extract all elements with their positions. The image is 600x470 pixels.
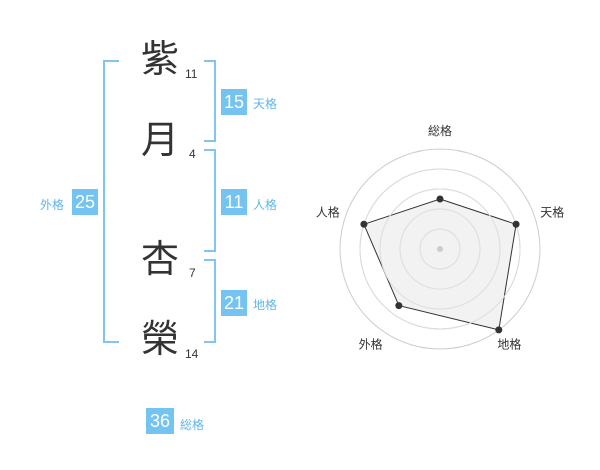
- stroke-count-3: 7: [189, 266, 196, 280]
- chikaku-bracket: [204, 259, 216, 343]
- chikaku-value: 21: [221, 290, 247, 316]
- radar-area: [363, 198, 517, 331]
- name-char-2: 月: [141, 118, 180, 162]
- chikaku-label: 地格: [253, 298, 278, 312]
- radar-point-3: [495, 326, 503, 334]
- stroke-count-2: 4: [189, 147, 196, 161]
- radar-ring-5: [339, 148, 541, 350]
- radar-point-2: [512, 220, 520, 228]
- stroke-count-1: 11: [185, 67, 198, 81]
- jinkaku-bracket: [204, 149, 216, 252]
- name-char-3: 杏: [141, 237, 180, 281]
- radar-inner-ring-4: [359, 168, 521, 330]
- gaikaku-value: 25: [72, 189, 98, 215]
- tenkaku-bracket: [204, 60, 216, 142]
- radar-axis-label-1: 総格: [428, 123, 452, 138]
- tenkaku-label: 天格: [253, 97, 278, 111]
- radar-point-5: [360, 220, 368, 228]
- name-char-4: 榮: [141, 317, 180, 361]
- radar-inner-ring-2: [399, 208, 481, 290]
- gaikaku-bracket: [103, 60, 119, 343]
- radar-center: [437, 246, 443, 252]
- radar-axis-label-5: 人格: [316, 205, 340, 220]
- radar-axis-label-4: 外格: [359, 336, 383, 351]
- radar-point-4: [395, 302, 403, 310]
- radar-inner-ring-3: [379, 188, 501, 310]
- soukaku-label: 総格: [180, 418, 205, 432]
- gaikaku-label: 外格: [40, 198, 65, 212]
- jinkaku-label: 人格: [253, 198, 278, 212]
- radar-axis-label-2: 天格: [540, 205, 564, 220]
- stroke-count-4: 14: [185, 347, 199, 361]
- soukaku-value: 36: [146, 408, 174, 434]
- jinkaku-value: 11: [221, 189, 247, 215]
- radar-inner-ring-1: [419, 228, 461, 270]
- name-char-1: 紫: [141, 37, 180, 81]
- radar-point-1: [436, 195, 444, 203]
- tenkaku-value: 15: [221, 89, 247, 115]
- radar-axis-label-3: 地格: [497, 336, 521, 351]
